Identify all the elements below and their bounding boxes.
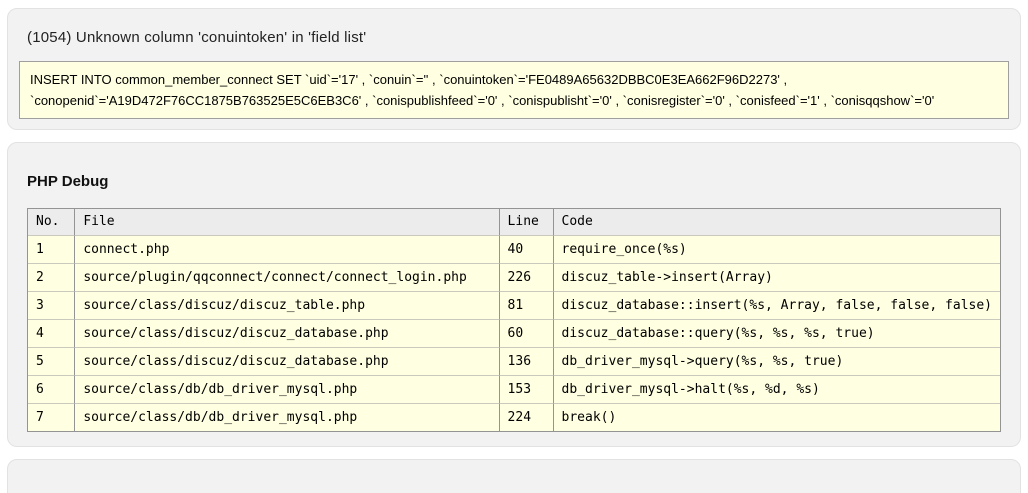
cell-line: 224 (498, 403, 553, 431)
sql-query-box: INSERT INTO common_member_connect SET `u… (19, 61, 1009, 119)
cell-code: db_driver_mysql->query(%s, %s, true) (552, 347, 1000, 375)
php-debug-heading: PHP Debug (27, 173, 109, 190)
cell-no: 6 (28, 375, 75, 403)
error-title: (1054) Unknown column 'conuintoken' in '… (27, 29, 367, 46)
column-header-code: Code (552, 209, 1000, 235)
column-header-line: Line (498, 209, 553, 235)
cell-file: source/class/db/db_driver_mysql.php (74, 375, 499, 403)
cell-code: discuz_database::insert(%s, Array, false… (552, 291, 1000, 319)
error-summary-panel: (1054) Unknown column 'conuintoken' in '… (7, 8, 1021, 130)
cell-line: 136 (498, 347, 553, 375)
cell-file: source/class/discuz/discuz_database.php (74, 319, 499, 347)
column-header-no: No. (28, 209, 75, 235)
cell-code: discuz_table->insert(Array) (552, 263, 1000, 291)
cell-file: source/class/discuz/discuz_database.php (74, 347, 499, 375)
cell-line: 81 (498, 291, 553, 319)
cell-line: 153 (498, 375, 553, 403)
sql-query-text: INSERT INTO common_member_connect SET `u… (30, 72, 935, 108)
cell-line: 40 (498, 235, 553, 263)
cell-code: require_once(%s) (552, 235, 1000, 263)
cell-no: 5 (28, 347, 75, 375)
cell-code: db_driver_mysql->halt(%s, %d, %s) (552, 375, 1000, 403)
cell-no: 7 (28, 403, 75, 431)
cell-file: connect.php (74, 235, 499, 263)
table-header-row: No. File Line Code (28, 209, 1000, 235)
cell-no: 1 (28, 235, 75, 263)
cell-no: 3 (28, 291, 75, 319)
cell-file: source/class/db/db_driver_mysql.php (74, 403, 499, 431)
cell-line: 226 (498, 263, 553, 291)
cell-no: 2 (28, 263, 75, 291)
column-header-file: File (74, 209, 499, 235)
cell-file: source/plugin/qqconnect/connect/connect_… (74, 263, 499, 291)
cell-no: 4 (28, 319, 75, 347)
cell-file: source/class/discuz/discuz_table.php (74, 291, 499, 319)
bottom-panel (7, 459, 1021, 493)
cell-code: break() (552, 403, 1000, 431)
cell-line: 60 (498, 319, 553, 347)
cell-code: discuz_database::query(%s, %s, %s, true) (552, 319, 1000, 347)
